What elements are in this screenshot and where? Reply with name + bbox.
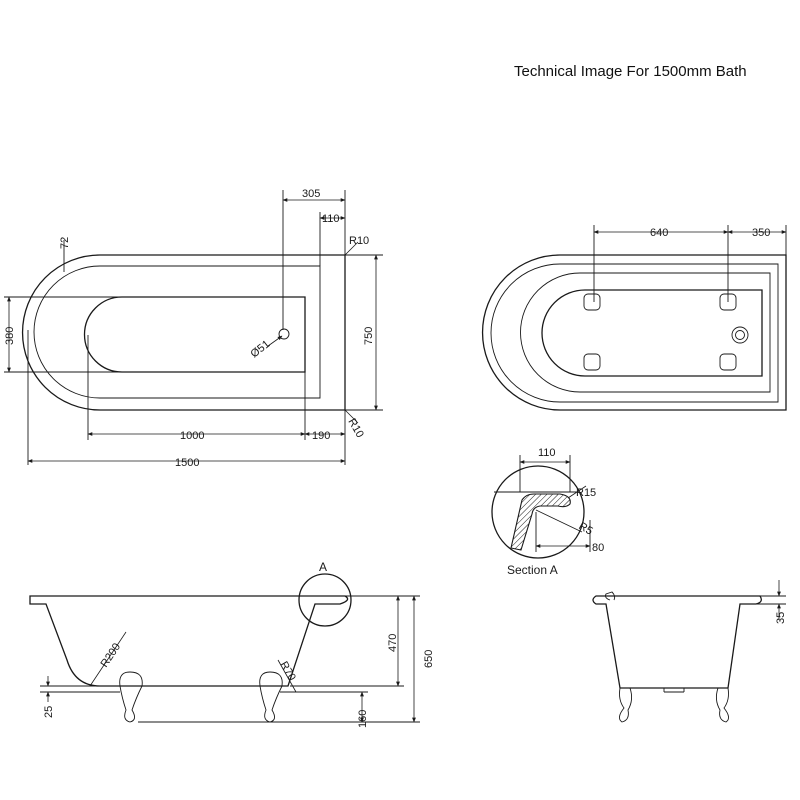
dim-25: 25: [43, 706, 55, 718]
foot-pad-icon: [583, 293, 601, 311]
side-elevation-view: A R200 R70 470 650 25 160: [29, 560, 435, 728]
end-body-outline: [592, 595, 762, 689]
dim-72: 72: [59, 237, 71, 249]
dim-35: 35: [775, 612, 787, 624]
plan-waste-circle: [278, 328, 290, 340]
claw-foot-right: [259, 671, 283, 723]
dim-r5: R5: [577, 520, 595, 537]
section-a-circle: [491, 465, 585, 559]
waste-outlet-icon: [731, 326, 749, 344]
dim-1000: 1000: [180, 430, 204, 442]
dim-r70: R70: [277, 660, 297, 683]
dim-750: 750: [363, 327, 375, 345]
plan-outer-outline: [21, 254, 346, 411]
plan-basin-outline: [83, 296, 306, 373]
underside-plan-view: 640 350: [481, 225, 787, 411]
plan-view: 305 110 R10 72 380 750 Ø51 1000 190: [4, 188, 383, 469]
end-elevation-view: 35: [592, 580, 787, 723]
dim-section-110: 110: [538, 447, 556, 459]
dim-160: 160: [357, 710, 369, 728]
dim-380: 380: [4, 327, 16, 345]
drawing-title: Technical Image For 1500mm Bath: [514, 63, 747, 80]
dim-80: 80: [592, 542, 604, 554]
claw-foot-left: [119, 671, 143, 723]
dim-r10-bottom: R10: [345, 417, 365, 440]
dim-1500: 1500: [175, 457, 199, 469]
dim-350: 350: [752, 227, 770, 239]
section-a-detail: 110 R15 R5 80 Section A: [491, 447, 604, 577]
dim-dia51: Ø51: [248, 338, 272, 360]
dim-305: 305: [302, 188, 320, 200]
dim-r10-top: R10: [349, 235, 369, 247]
rim-profile-hatch: [510, 493, 571, 551]
dim-r15: R15: [576, 487, 596, 499]
side-body-outline: [29, 595, 349, 687]
marker-a: A: [319, 560, 327, 574]
dim-r200: R200: [99, 641, 124, 670]
dim-470: 470: [387, 634, 399, 652]
foot-pad-icon: [583, 353, 601, 371]
section-a-marker-circle: [298, 573, 352, 627]
dim-650: 650: [423, 650, 435, 668]
plan-rim-outline: [33, 265, 321, 399]
dim-110: 110: [322, 213, 340, 225]
section-a-label: Section A: [507, 563, 558, 577]
foot-pad-icon: [719, 353, 737, 371]
dim-640: 640: [650, 227, 668, 239]
dim-190: 190: [312, 430, 330, 442]
